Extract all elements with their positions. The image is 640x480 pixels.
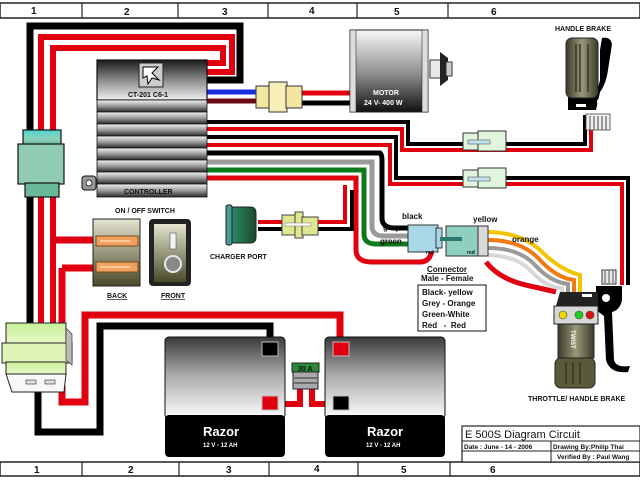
male-female-connector: black grey green red yellow orange red C… [380, 212, 539, 332]
battery-left: Razor 12 V - 12 AH [164, 336, 286, 457]
twist-label: TWIST [569, 330, 575, 349]
charger-port-label: CHARGER PORT [210, 254, 268, 261]
switch-back-label: BACK [107, 293, 127, 300]
conn-label-green: green [380, 237, 402, 246]
motor: MOTOR 24 V- 400 W [349, 29, 453, 113]
battery-left-brand: Razor [203, 424, 239, 439]
on-off-switch: ON / OFF SWITCH BACK FRONT [92, 208, 191, 300]
controller: CT-201 C6-1 CONTROLLER [81, 59, 208, 198]
connector-subtitle: Male - Female [421, 274, 474, 283]
zone-label: 3 [226, 465, 232, 476]
zone-label: 1 [34, 465, 40, 476]
zone-label: 4 [309, 6, 315, 17]
mapping-row: Black- yellow [422, 288, 473, 297]
title-block: E 500S Diagram Circuit Date : June - 14 … [461, 425, 640, 463]
brake-connector [462, 130, 507, 152]
mapping-row: Green-White [422, 310, 470, 319]
zone-label: 4 [314, 464, 320, 475]
fuse-label: 30 A [298, 366, 313, 373]
conn-label-yellow: yellow [473, 215, 498, 224]
switch-front-label: FRONT [161, 293, 186, 300]
zone-label: 5 [401, 465, 407, 476]
controller-label: CONTROLLER [124, 189, 173, 196]
throttle-label: THROTTLE/ HANDLE BRAKE [528, 396, 626, 403]
motor-rating: 24 V- 400 W [364, 100, 403, 107]
diagram-title: E 500S Diagram Circuit [465, 429, 580, 441]
zone-label: 5 [394, 7, 400, 18]
diagram-verified-by: Verified By : Paul Wang [557, 454, 629, 461]
zone-bar-bottom: 1 2 3 4 5 6 [0, 461, 640, 477]
diagram-date: Date : June - 14 - 2006 [464, 444, 533, 451]
conn-label-grey: grey [383, 223, 400, 232]
zone-bar-top: 1 2 3 4 5 6 [0, 2, 640, 19]
zone-label: 6 [491, 7, 497, 18]
controller-model: CT-201 C6-1 [128, 92, 168, 99]
conn-label-red-female: red [467, 250, 475, 256]
charger-port: CHARGER PORT [210, 204, 319, 261]
controller-logo-icon [142, 66, 161, 86]
conn-label-red-male: red [426, 250, 434, 256]
power-module [1, 322, 73, 393]
motor-label: MOTOR [373, 90, 399, 97]
zone-label: 3 [222, 7, 228, 18]
battery-right: Razor 12 V - 12 AH [324, 336, 446, 457]
mapping-row: Red - Red [422, 321, 466, 330]
handle-brake-label: HANDLE BRAKE [555, 26, 611, 33]
mapping-row: Grey - Orange [422, 299, 476, 308]
conn-label-orange: orange [512, 235, 539, 244]
battery-left-rating: 12 V - 12 AH [203, 443, 237, 449]
motor-connector [255, 81, 303, 113]
conn-label-black: black [402, 212, 423, 221]
battery-right-brand: Razor [367, 424, 403, 439]
battery-right-rating: 12 V - 12 AH [366, 443, 400, 449]
zone-label: 6 [490, 465, 496, 476]
harness-connector [17, 129, 65, 198]
connector-title: Connector [427, 265, 467, 274]
zone-label: 1 [31, 6, 37, 17]
switch-label: ON / OFF SWITCH [115, 208, 175, 215]
throttle: TWIST THROTTLE/ HANDLE BRAKE [528, 269, 630, 403]
diagram-drawn-by: Drawing By:Philip Thai [553, 444, 624, 451]
throttle-line-connector [462, 167, 507, 189]
fuse: 30 A [291, 362, 320, 390]
zone-label: 2 [128, 465, 134, 476]
handle-brake: HANDLE BRAKE [555, 26, 612, 131]
zone-label: 2 [124, 7, 130, 18]
